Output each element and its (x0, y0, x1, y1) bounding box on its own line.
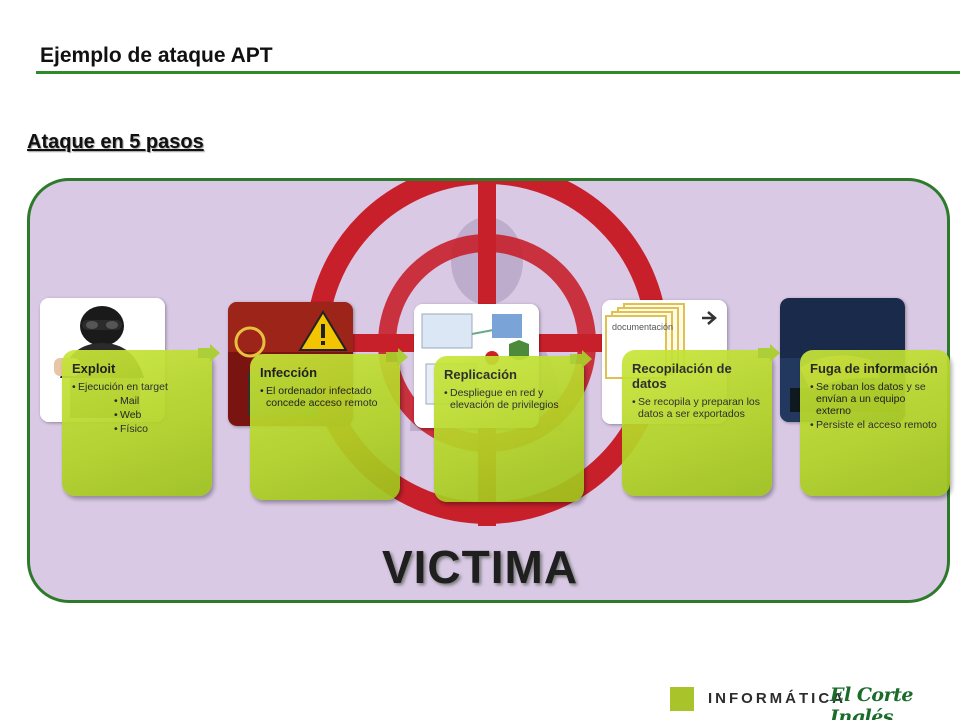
step-title: Replicación (444, 367, 517, 382)
list-item: Despliegue en red y elevación de privile… (444, 387, 575, 411)
step-list: Despliegue en red y elevación de privile… (444, 387, 575, 411)
footer-section-label: INFORMÁTICA (708, 690, 846, 707)
list-item: Web (114, 409, 203, 421)
page-title: Ejemplo de ataque APT (40, 44, 273, 67)
step-title: Infección (260, 365, 318, 380)
arrow-right-icon (386, 348, 408, 366)
arrow-right-icon (570, 350, 592, 368)
step-list: Ejecución en target Mail Web Físico (72, 381, 203, 435)
arrow-right-icon (198, 344, 220, 362)
step-recopilacion-card: Recopilación de datos Se recopila y prep… (622, 344, 780, 496)
victim-label: VICTIMA (381, 541, 579, 593)
list-item: Mail (114, 395, 203, 407)
title-divider (36, 71, 960, 74)
list-item: El ordenador infectado concede acceso re… (260, 385, 391, 409)
step-list: Se roban los datos y se envían a un equi… (810, 381, 941, 431)
list-item: Físico (114, 423, 203, 435)
list-item: Persiste el acceso remoto (810, 419, 941, 431)
step-list: El ordenador infectado concede acceso re… (260, 385, 391, 409)
step-exploit-card: Exploit Ejecución en target Mail Web Fís… (62, 344, 220, 496)
footer-logo-square (670, 687, 694, 711)
step-title: Exploit (72, 361, 116, 376)
step-infeccion-card: Infección El ordenador infectado concede… (250, 348, 408, 500)
list-item: Se recopila y preparan los datos a ser e… (632, 396, 763, 420)
step-fuga-card: Fuga de información Se roban los datos y… (800, 350, 950, 496)
stack-label: documentación (612, 322, 674, 332)
list-item: Ejecución en target (72, 381, 203, 393)
step-title: Fuga de información (810, 361, 938, 376)
step-replicacion-card: Replicación Despliegue en red y elevació… (434, 350, 592, 502)
step-list: Se recopila y preparan los datos a ser e… (632, 396, 763, 420)
brand-logo: El Corte Inglés (830, 684, 913, 720)
arrow-right-icon (758, 344, 780, 362)
section-subtitle: Ataque en 5 pasos (27, 131, 204, 153)
step-title: Recopilación de datos (632, 361, 732, 391)
list-item: Se roban los datos y se envían a un equi… (810, 381, 941, 417)
